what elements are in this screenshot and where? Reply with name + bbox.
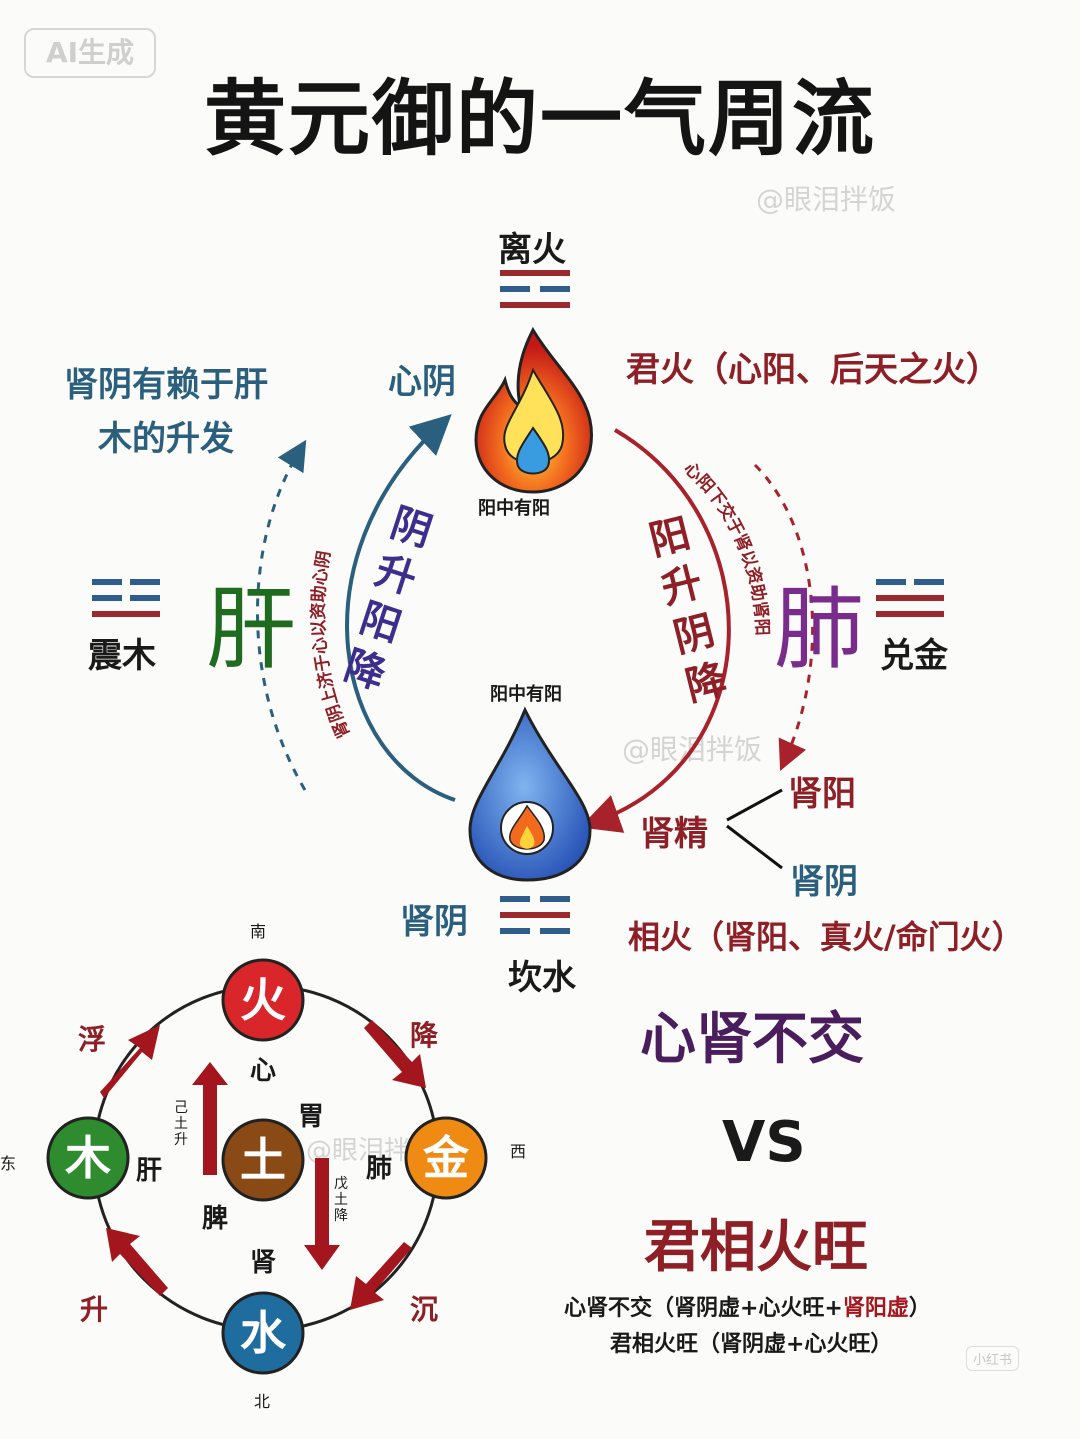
xin-shen-bu-jiao-heading: 心肾不交 xyxy=(640,1007,864,1072)
pi-organ-label: 脾 xyxy=(202,1204,229,1234)
shen-organ-label: 肾 xyxy=(250,1248,277,1278)
huo-element-label: 火 xyxy=(240,973,286,1027)
fu-arrow-icon xyxy=(100,1025,160,1098)
wei-organ-label: 胃 xyxy=(298,1102,325,1132)
wu-tu-down-arrow-icon xyxy=(304,1158,340,1270)
dui-trigram-icon xyxy=(876,579,944,617)
shen-yin-lai-note: 肾阴有赖于肝木的升发 xyxy=(64,365,268,459)
left-dashed-arc xyxy=(256,439,307,791)
right-dashed-arc xyxy=(753,463,815,771)
xin-organ-label: 心 xyxy=(250,1056,277,1086)
jiang-label: 降 xyxy=(410,1019,439,1052)
branch-line-upper xyxy=(726,788,783,822)
jin-element-circle xyxy=(404,1116,488,1200)
shui-element-circle xyxy=(221,1291,305,1375)
gan-organ-label: 肝 xyxy=(206,577,296,682)
li-trigram-icon xyxy=(500,270,570,308)
huo-element-circle xyxy=(221,958,305,1042)
dui-jin-label: 兑金 xyxy=(880,636,948,676)
fei-organ-small-label: 肺 xyxy=(366,1154,393,1184)
kan-shui-label: 坎水 xyxy=(508,958,576,998)
gan-organ-small-label: 肝 xyxy=(136,1156,163,1186)
direction-north: 北 xyxy=(254,1392,271,1411)
direction-east: 东 xyxy=(0,1154,17,1173)
zhen-mu-label: 震木 xyxy=(88,636,156,676)
shen-yin-bottom-label: 肾阴 xyxy=(400,902,468,942)
page-title: 黄元御的一气周流 xyxy=(203,72,876,167)
right-descending-arc xyxy=(579,428,731,833)
xiang-huo-label: 相火（肾阳、真火/命门火） xyxy=(628,918,1024,956)
branch-line-lower xyxy=(726,824,783,870)
jun-huo-label: 君火（心阳、后天之火） xyxy=(626,350,1000,390)
ai-generated-badge: AI生成 xyxy=(24,28,156,78)
xin-yin-label: 心阴 xyxy=(388,362,456,402)
ji-tu-up-arrow-icon xyxy=(192,1062,228,1175)
water-drop-icon xyxy=(468,706,592,882)
tu-element-circle xyxy=(221,1118,305,1202)
wu-tu-jiang-label: 戊土降 xyxy=(334,1176,348,1224)
zhen-trigram-icon xyxy=(92,579,160,617)
jiang-arrow-icon xyxy=(364,1020,426,1088)
tu-element-label: 土 xyxy=(240,1133,286,1187)
left-ascending-arc xyxy=(345,414,456,802)
direction-west: 西 xyxy=(510,1142,527,1161)
summary-line-1: 心肾不交（肾阴虚+心火旺+肾阳虚） xyxy=(564,1296,931,1321)
chen-arrow-icon xyxy=(350,1242,412,1310)
fu-label: 浮 xyxy=(78,1023,107,1056)
shen-yin-right-label: 肾阴 xyxy=(790,862,858,902)
ji-tu-sheng-label: 己土升 xyxy=(174,1100,188,1148)
li-huo-label: 离火 xyxy=(498,230,566,270)
fire-icon xyxy=(474,326,593,494)
sheng-label: 升 xyxy=(80,1293,109,1326)
chen-label: 沉 xyxy=(410,1293,439,1326)
corner-tag: 小红书 xyxy=(966,1346,1020,1371)
yang-zhong-you-yang-bottom: 阳中有阳 xyxy=(490,684,562,705)
direction-south: 南 xyxy=(250,922,267,941)
watermark-top: @眼泪拌饭 xyxy=(756,183,897,216)
mu-element-label: 木 xyxy=(65,1131,111,1185)
mu-element-circle xyxy=(46,1116,130,1200)
jin-element-label: 金 xyxy=(422,1131,470,1185)
shen-jing-label: 肾精 xyxy=(640,814,708,854)
shui-element-label: 水 xyxy=(240,1306,287,1360)
summary-line-2: 君相火旺（肾阴虚+心火旺） xyxy=(610,1332,893,1357)
vs-label: VS xyxy=(722,1110,806,1175)
yang-zhong-you-yang-top: 阳中有阳 xyxy=(478,498,550,519)
sheng-arrow-icon xyxy=(106,1228,168,1296)
fei-organ-label: 肺 xyxy=(774,577,864,682)
kan-trigram-icon xyxy=(500,896,570,934)
shen-yang-label: 肾阳 xyxy=(788,774,856,814)
jun-xiang-huo-wang-heading: 君相火旺 xyxy=(644,1215,868,1280)
